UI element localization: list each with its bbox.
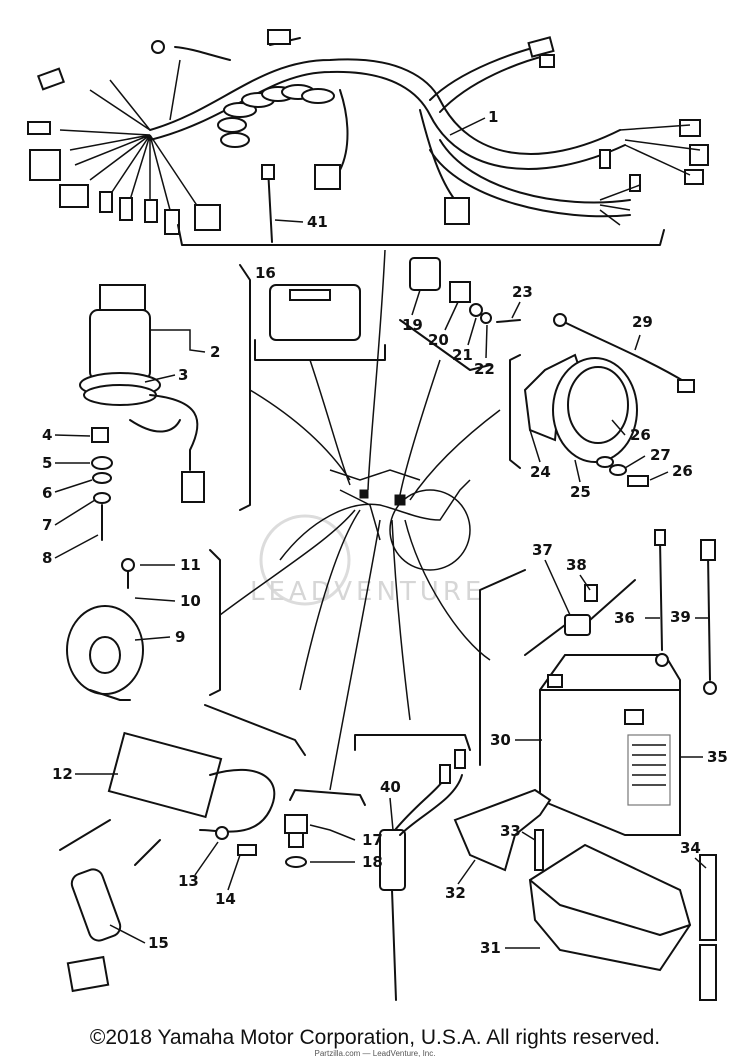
callout-29: 29	[632, 313, 653, 331]
callout-19: 19	[402, 316, 423, 334]
ignition-coil-assembly	[59, 731, 276, 993]
callout-30: 30	[490, 731, 511, 749]
callout-37: 37	[532, 541, 553, 559]
callout-6: 6	[42, 484, 52, 502]
callout-21: 21	[452, 346, 473, 364]
callout-10: 10	[180, 592, 201, 610]
callout-36: 36	[614, 609, 635, 627]
flasher-relay-16	[254, 284, 386, 361]
callout-35: 35	[707, 748, 728, 766]
copyright-notice: ©2018 Yamaha Motor Corporation, U.S.A. A…	[89, 1026, 661, 1049]
callout-20: 20	[428, 331, 449, 349]
regulator-bits-19-23	[399, 257, 521, 371]
battery-assembly	[479, 529, 717, 836]
callout-12: 12	[52, 765, 73, 783]
callout-9: 9	[175, 628, 185, 646]
callout-16: 16	[255, 264, 276, 282]
wire-harness	[27, 29, 709, 246]
callout-40: 40	[380, 778, 401, 796]
callout-24: 24	[530, 463, 551, 481]
callout-27: 27	[650, 446, 671, 464]
callout-5: 5	[42, 454, 52, 472]
callout-4: 4	[42, 426, 52, 444]
callout-26b: 26	[672, 462, 693, 480]
callout-26a: 26	[630, 426, 651, 444]
callout-38: 38	[566, 556, 587, 574]
callout-8: 8	[42, 549, 52, 567]
callout-23: 23	[512, 283, 533, 301]
sensor-40	[379, 749, 466, 1001]
callout-33: 33	[500, 822, 521, 840]
battery-band-and-case	[453, 788, 717, 1001]
footer-credit: Partzilla.com — LeadVenture, Inc.	[314, 1049, 436, 1058]
neutral-switch-17-18	[284, 814, 308, 868]
meter-assembly	[509, 313, 695, 487]
wiring-exploded-diagram: LEADVENTURE	[27, 29, 728, 1001]
callout-2: 2	[210, 343, 220, 361]
callout-13: 13	[178, 872, 199, 890]
motorcycle-outline	[279, 469, 471, 571]
callout-3: 3	[178, 366, 188, 384]
callout-14: 14	[215, 890, 236, 908]
main-switch-assembly	[79, 284, 205, 541]
callout-1: 1	[488, 108, 498, 126]
callout-31: 31	[480, 939, 501, 957]
callout-17: 17	[362, 831, 383, 849]
watermark-logo: LEADVENTURE	[250, 514, 481, 607]
leader-lines	[219, 249, 501, 791]
callout-22: 22	[474, 360, 495, 378]
callout-labels: 1 2 3 4 5 6 7 8 9 10 11 12 13 14 15 16 1…	[42, 108, 728, 957]
callout-41: 41	[307, 213, 328, 231]
callout-34: 34	[680, 839, 701, 857]
spiral-wrap	[217, 84, 335, 148]
callout-15: 15	[148, 934, 169, 952]
callout-39: 39	[670, 608, 691, 626]
horn-assembly	[66, 558, 144, 701]
callout-11: 11	[180, 556, 201, 574]
callout-32: 32	[445, 884, 466, 902]
callout-25: 25	[570, 483, 591, 501]
bracket-mid	[289, 734, 471, 806]
callout-18: 18	[362, 853, 383, 871]
callout-7: 7	[42, 516, 52, 534]
